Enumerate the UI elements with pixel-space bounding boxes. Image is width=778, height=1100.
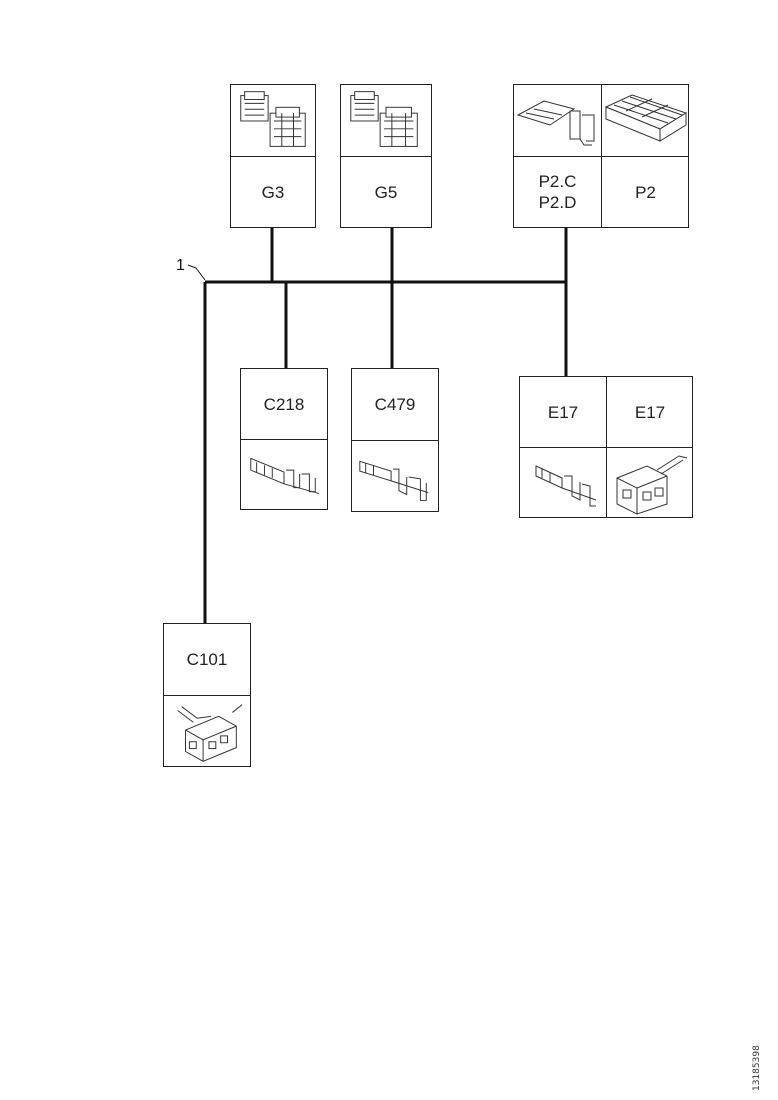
twin-block-connector-icon xyxy=(231,85,315,156)
crimp-terminal-icon xyxy=(241,440,327,509)
connector-g5: G5 xyxy=(340,84,432,228)
connector-e17-label: E17 xyxy=(547,402,579,422)
connector-p2d-label: P2.D xyxy=(538,193,577,212)
connector-c218: C218 xyxy=(240,368,328,510)
connector-c101-label: C101 xyxy=(186,650,228,669)
crimp-terminal-icon xyxy=(520,448,606,518)
connector-e17-group: E17 E17 xyxy=(519,376,693,518)
connector-p2-group: P2.C P2.D P2 xyxy=(513,84,689,228)
connector-g5-label: G5 xyxy=(374,182,398,202)
terminal-strip-icon xyxy=(514,85,601,156)
connector-g3-label: G3 xyxy=(261,182,285,202)
crimp-terminal-icon xyxy=(352,441,438,511)
connector-p2-label: P2 xyxy=(635,182,656,202)
connector-e17-label-2: E17 xyxy=(634,402,666,422)
connector-p2c-label: P2.C xyxy=(538,172,577,191)
connector-p2cd-label: P2.C P2.D xyxy=(514,157,601,227)
figure-reference-number: 13185398 xyxy=(752,1045,762,1091)
wire-label: 1 xyxy=(176,257,185,274)
wire-label-leader xyxy=(187,264,206,281)
connector-g3: G3 xyxy=(230,84,316,228)
connector-c479-label: C479 xyxy=(374,395,416,414)
connector-c101: C101 xyxy=(163,623,251,767)
connector-c218-label: C218 xyxy=(263,394,305,414)
harness-connector-icon xyxy=(607,448,693,518)
connector-c479: C479 xyxy=(351,368,439,512)
harness-connector-icon xyxy=(164,696,250,766)
twin-block-connector-icon xyxy=(341,85,431,156)
multi-pin-housing-icon xyxy=(602,85,689,156)
